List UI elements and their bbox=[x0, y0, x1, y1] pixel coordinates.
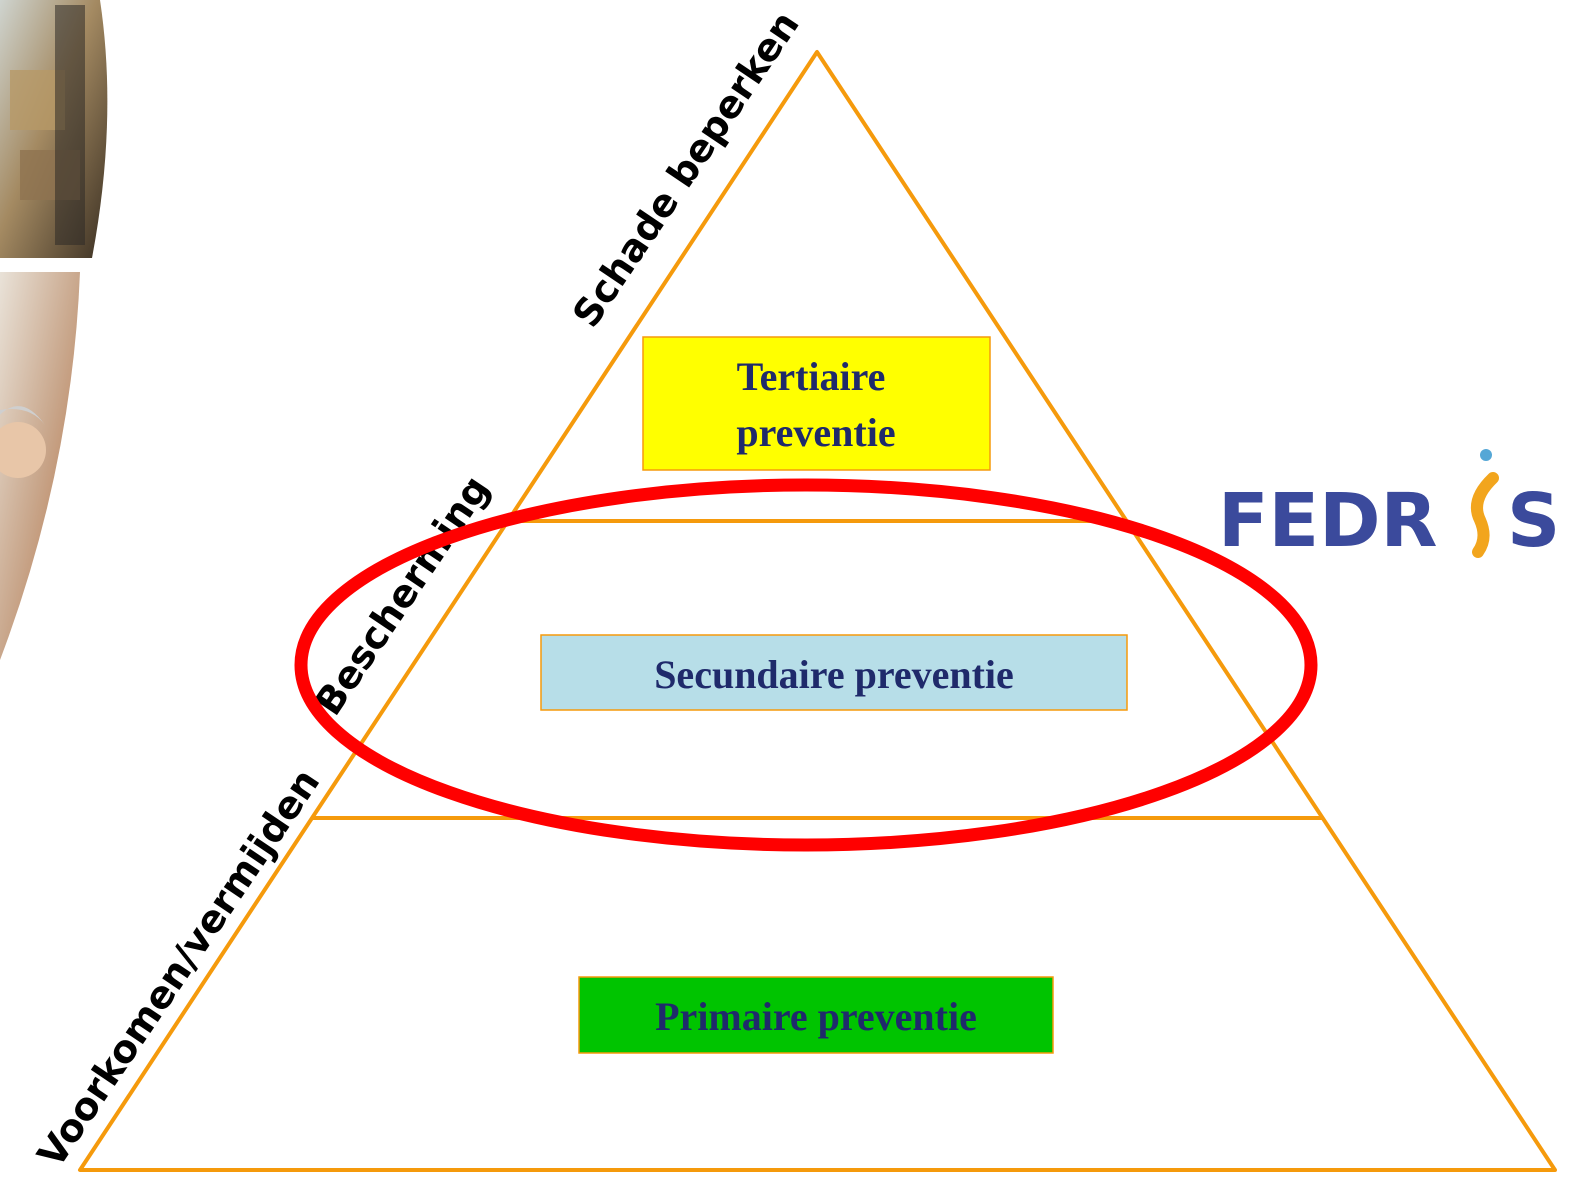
level-boxes: Tertiaire preventie Secundaire preventie… bbox=[540, 336, 1128, 1054]
tertiary-label-line-2: preventie bbox=[736, 410, 895, 455]
primary-label: Primaire preventie bbox=[655, 994, 977, 1039]
smiling-woman-photo bbox=[0, 272, 80, 660]
fedris-logo: FEDR S bbox=[1218, 449, 1560, 564]
warehouse-photo bbox=[0, 0, 108, 258]
pyramid bbox=[78, 50, 1557, 1172]
logo-dot bbox=[1480, 449, 1492, 461]
primary-box bbox=[578, 976, 1054, 1054]
logo-i-accent bbox=[1471, 472, 1499, 558]
side-label-schade-beperken: Schade beperken bbox=[564, 3, 808, 335]
secondary-box bbox=[540, 634, 1128, 711]
side-label-voorkomen-vermijden: Voorkomen/vermijden bbox=[29, 761, 328, 1175]
tertiary-label: Tertiaire preventie bbox=[736, 354, 895, 455]
pyramid-outline bbox=[78, 50, 1557, 1172]
tertiary-box bbox=[642, 336, 991, 471]
tertiary-label-line-1: Tertiaire bbox=[737, 354, 886, 399]
logo-text-fedr: FEDR bbox=[1218, 478, 1438, 564]
logo-text-s: S bbox=[1507, 478, 1560, 564]
highlight-ellipse bbox=[294, 478, 1318, 852]
secondary-label: Secundaire preventie bbox=[654, 652, 1014, 697]
